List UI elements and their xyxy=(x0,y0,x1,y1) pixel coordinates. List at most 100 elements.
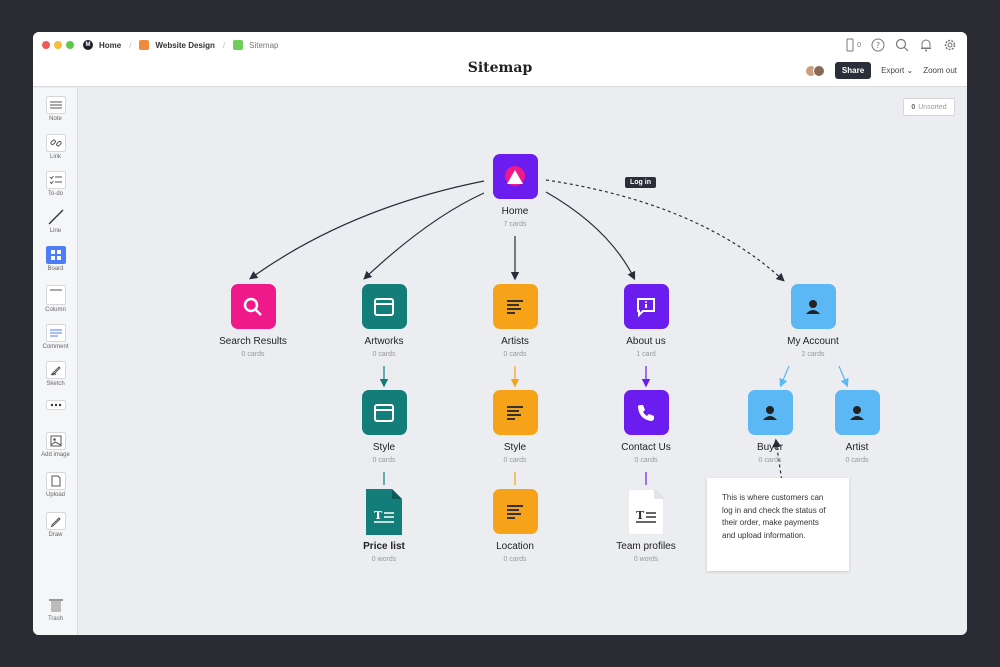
trash-icon xyxy=(46,596,66,614)
tool-link[interactable]: Link xyxy=(33,134,78,160)
node-sub: 0 cards xyxy=(503,457,527,464)
node-about-us[interactable]: About us 1 card xyxy=(586,284,706,358)
document-icon: T xyxy=(627,488,665,536)
chevron-down-icon: ⌄ xyxy=(906,66,914,75)
tool-label: Column xyxy=(45,307,66,313)
image-icon xyxy=(45,432,66,450)
node-home[interactable]: Home 7 cards xyxy=(455,154,575,228)
page-title: Sitemap xyxy=(467,60,533,76)
user-icon xyxy=(790,284,836,329)
node-label: Search Results xyxy=(219,336,287,347)
node-label: Price list xyxy=(363,541,405,552)
node-label: Location xyxy=(496,541,534,552)
device-count: 0 xyxy=(857,41,861,49)
breadcrumb-label: Sitemap xyxy=(249,40,279,50)
tool-upload[interactable]: Upload xyxy=(33,472,78,498)
column-icon xyxy=(45,285,66,305)
phone-icon xyxy=(623,390,669,435)
gear-icon[interactable] xyxy=(943,38,957,52)
breadcrumb: M Home / Website Design / Sitemap xyxy=(83,38,278,52)
connector-home-artworks xyxy=(363,192,485,280)
browser-window-icon xyxy=(361,284,407,329)
tool-draw[interactable]: Draw xyxy=(33,512,78,538)
connector-label[interactable]: Log in xyxy=(625,177,656,188)
top-icons: 0 ? xyxy=(843,38,957,52)
breadcrumb-label: Home xyxy=(99,40,122,50)
export-button[interactable]: Export ⌄ xyxy=(881,66,913,75)
node-artworks[interactable]: Artworks 0 cards xyxy=(324,284,444,358)
tool-todo[interactable]: To-do xyxy=(33,171,78,197)
node-contact-us[interactable]: Contact Us 0 cards xyxy=(586,390,706,464)
tool-comment[interactable]: Comment xyxy=(33,324,78,350)
tool-line[interactable]: Line xyxy=(33,208,78,234)
node-label: Artists xyxy=(501,336,529,347)
info-message-icon xyxy=(623,284,669,329)
connector-account-buyer xyxy=(779,365,790,388)
document-icon: T xyxy=(366,489,402,535)
user-icon xyxy=(747,390,793,435)
svg-text:T: T xyxy=(374,509,383,522)
bell-icon[interactable] xyxy=(919,38,933,52)
tool-trash[interactable]: Trash xyxy=(33,596,78,622)
user-icon xyxy=(834,390,880,435)
node-label: Style xyxy=(372,442,396,453)
tool-note[interactable]: Note xyxy=(33,96,78,122)
node-search-results[interactable]: Search Results 0 cards xyxy=(193,284,313,358)
help-icon[interactable]: ? xyxy=(871,38,885,52)
home-logo-icon xyxy=(492,154,538,199)
upload-icon xyxy=(45,472,66,490)
breadcrumb-home[interactable]: M Home xyxy=(83,40,121,50)
breadcrumb-website-design[interactable]: Website Design xyxy=(139,40,215,50)
node-sub: 0 cards xyxy=(503,556,527,563)
breadcrumb-separator: / xyxy=(222,40,226,50)
node-style-artworks[interactable]: Style 0 cards xyxy=(324,390,444,464)
node-style-artists[interactable]: Style 0 cards xyxy=(455,390,575,464)
tool-more[interactable] xyxy=(33,400,78,412)
node-sub: 0 cards xyxy=(372,351,396,358)
node-location[interactable]: Location 0 cards xyxy=(455,489,575,563)
tool-add-image[interactable]: Add image xyxy=(33,432,78,458)
node-label: Home xyxy=(501,206,529,217)
zoom-out-button[interactable]: Zoom out xyxy=(923,66,957,75)
draw-icon xyxy=(45,512,66,530)
node-sub: 0 cards xyxy=(372,457,396,464)
tool-palette: Note Link To-do Line Board Column Commen… xyxy=(33,88,78,635)
node-sub: 0 cards xyxy=(845,457,869,464)
note-card[interactable]: This is where customers can log in and c… xyxy=(707,478,849,571)
milanote-logo-icon: M xyxy=(83,40,93,50)
node-sub: 0 words xyxy=(633,556,659,563)
unsorted-label: Unsorted xyxy=(918,103,947,111)
tool-board[interactable]: Board xyxy=(33,246,78,272)
tool-label: Comment xyxy=(42,344,69,350)
connector-home-about xyxy=(545,191,636,281)
node-label: My Account xyxy=(787,336,839,347)
node-label: About us xyxy=(626,336,666,347)
breadcrumb-sitemap[interactable]: Sitemap xyxy=(233,40,278,50)
todo-icon xyxy=(45,171,66,189)
text-lines-icon xyxy=(492,489,538,534)
maximize-window-button[interactable] xyxy=(66,41,74,49)
node-my-account[interactable]: My Account 2 cards xyxy=(753,284,873,358)
sketch-icon xyxy=(45,361,66,379)
node-buyer[interactable]: Buyer 0 cards xyxy=(710,390,830,464)
share-button[interactable]: Share xyxy=(834,62,872,79)
connector-account-artist xyxy=(838,365,849,388)
text-lines-icon xyxy=(492,284,538,329)
connector-home-account xyxy=(545,179,785,282)
board-color-icon xyxy=(233,40,244,50)
search-icon[interactable] xyxy=(895,38,909,52)
tool-column[interactable]: Column xyxy=(33,285,78,313)
node-price-list[interactable]: T Price list 0 words xyxy=(324,489,444,563)
tool-sketch[interactable]: Sketch xyxy=(33,361,78,387)
breadcrumb-separator: / xyxy=(129,40,132,50)
unsorted-button[interactable]: 0 Unsorted xyxy=(903,98,955,116)
tool-label: Add image xyxy=(41,452,70,458)
node-artist[interactable]: Artist 0 cards xyxy=(797,390,917,464)
node-artists[interactable]: Artists 0 cards xyxy=(455,284,575,358)
minimize-window-button[interactable] xyxy=(54,41,62,49)
close-window-button[interactable] xyxy=(42,41,50,49)
device-button[interactable]: 0 xyxy=(843,38,861,52)
node-team-profiles[interactable]: T Team profiles 0 words xyxy=(586,488,706,563)
collaborator-avatars[interactable] xyxy=(804,64,825,77)
board-canvas[interactable]: 0 Unsorted Log i xyxy=(79,88,967,635)
